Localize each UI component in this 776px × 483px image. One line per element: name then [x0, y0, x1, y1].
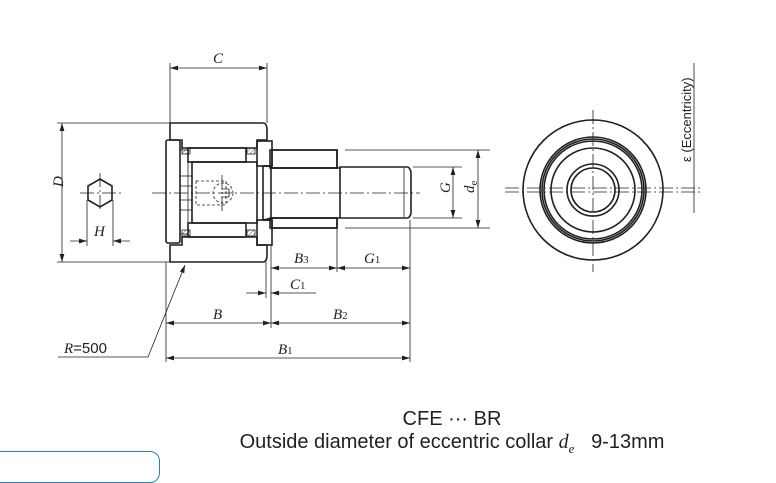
dim-label-de: de [462, 181, 480, 194]
model-title: CFE ··· BR [402, 408, 502, 430]
cam-follower-drawing: C D H G de B3 G1 C1 B B2 B1 R=500 ε (Ecc… [51, 51, 700, 362]
dim-label-b2: B2 [333, 307, 348, 323]
caption-description: Outside diameter of eccentric collar de … [239, 431, 665, 456]
dim-label-c1: C1 [290, 277, 306, 293]
eccentricity-label: ε (Eccentricity) [679, 77, 694, 162]
dim-label-g1: G1 [364, 251, 380, 267]
dim-label-b1: B1 [278, 342, 293, 358]
dim-label-h: H [93, 224, 106, 240]
dim-label-g: G [438, 182, 454, 193]
radius-label: R=500 [63, 340, 107, 357]
dim-label-c: C [213, 51, 224, 67]
dim-label-d: D [51, 176, 67, 188]
dim-label-b: B [213, 307, 222, 323]
side-view: C D H G de B3 G1 C1 B B2 B1 R=500 [51, 51, 490, 362]
front-view: ε (Eccentricity) [505, 63, 700, 272]
dim-label-b3: B3 [294, 251, 309, 267]
partial-panel [0, 451, 160, 483]
